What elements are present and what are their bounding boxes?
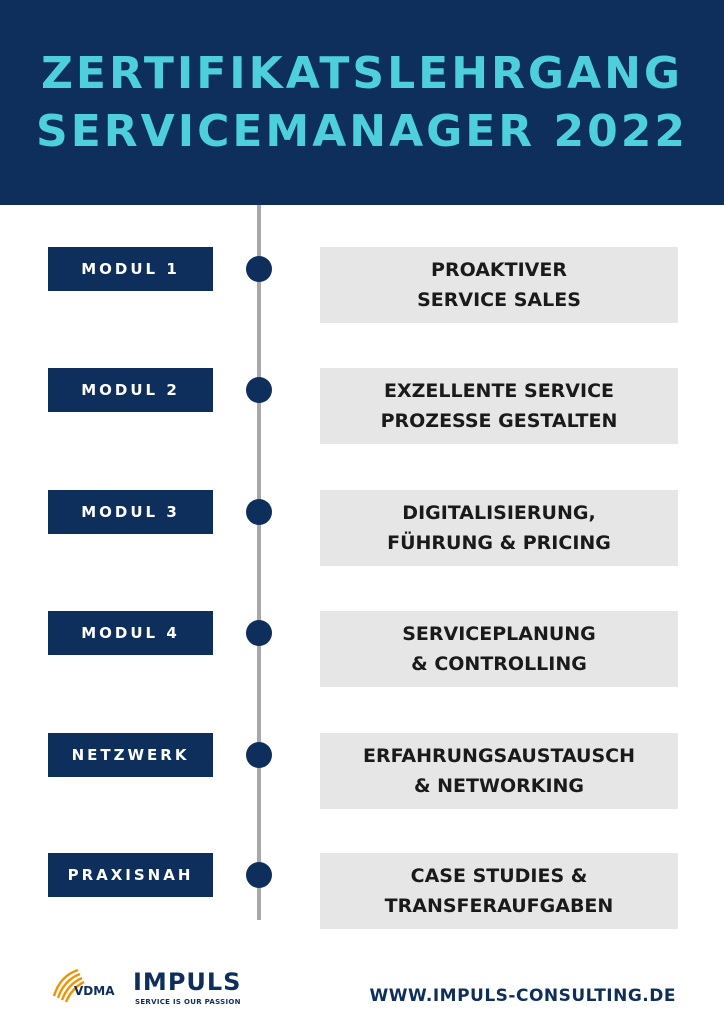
timeline-row-modul-3: MODUL 3 DIGITALISIERUNG, FÜHRUNG & PRICI… bbox=[0, 490, 724, 566]
timeline-dot bbox=[246, 862, 272, 888]
timeline-dot bbox=[246, 256, 272, 282]
timeline-dot bbox=[246, 499, 272, 525]
module-label: MODUL 4 bbox=[48, 611, 213, 655]
module-label: PRAXISNAH bbox=[48, 853, 213, 897]
timeline-row-netzwerk: NETZWERK ERFAHRUNGSAUSTAUSCH & NETWORKIN… bbox=[0, 733, 724, 809]
module-topic-line: ERFAHRUNGSAUSTAUSCH bbox=[362, 745, 636, 767]
module-label: MODUL 3 bbox=[48, 490, 213, 534]
module-topic-line: FÜHRUNG & PRICING bbox=[387, 532, 611, 554]
footer: VDMA IMPULS SERVICE IS OUR PASSION WWW.I… bbox=[0, 960, 724, 1024]
timeline-dot bbox=[246, 377, 272, 403]
module-topic-box: EXZELLENTE SERVICE PROZESSE GESTALTEN bbox=[320, 368, 678, 444]
timeline-line bbox=[257, 205, 261, 920]
module-topic-line: & NETWORKING bbox=[413, 775, 585, 797]
module-topic-line: PROAKTIVER bbox=[431, 259, 567, 281]
module-topic-box: SERVICEPLANUNG & CONTROLLING bbox=[320, 611, 678, 687]
impuls-slogan: SERVICE IS OUR PASSION bbox=[135, 998, 241, 1006]
timeline-dot bbox=[246, 742, 272, 768]
title-line-2: SERVICEMANAGER 2022 bbox=[36, 105, 688, 157]
timeline-row-modul-1: MODUL 1 PROAKTIVER SERVICE SALES bbox=[0, 247, 724, 323]
module-topic-box: DIGITALISIERUNG, FÜHRUNG & PRICING bbox=[320, 490, 678, 566]
website-link[interactable]: WWW.IMPULS-CONSULTING.DE bbox=[369, 986, 676, 1006]
header-banner: ZERTIFIKATSLEHRGANG SERVICEMANAGER 2022 bbox=[0, 0, 724, 205]
module-topic-line: CASE STUDIES & bbox=[410, 865, 588, 887]
timeline-dot bbox=[246, 620, 272, 646]
module-label: MODUL 1 bbox=[48, 247, 213, 291]
title-line-1: ZERTIFIKATSLEHRGANG bbox=[40, 47, 684, 99]
module-topic-line: SERVICEPLANUNG bbox=[402, 623, 596, 645]
impuls-logo: IMPULS bbox=[133, 968, 242, 996]
module-topic-line: & CONTROLLING bbox=[411, 653, 587, 675]
module-topic-box: ERFAHRUNGSAUSTAUSCH & NETWORKING bbox=[320, 733, 678, 809]
module-topic-box: PROAKTIVER SERVICE SALES bbox=[320, 247, 678, 323]
module-topic-box: CASE STUDIES & TRANSFERAUFGABEN bbox=[320, 853, 678, 929]
vdma-logo-icon bbox=[52, 968, 85, 1003]
module-topic-line: TRANSFERAUFGABEN bbox=[384, 895, 614, 917]
module-topic-line: PROZESSE GESTALTEN bbox=[380, 410, 618, 432]
module-topic-line: EXZELLENTE SERVICE bbox=[383, 380, 615, 402]
timeline-row-praxisnah: PRAXISNAH CASE STUDIES & TRANSFERAUFGABE… bbox=[0, 853, 724, 929]
module-topic-line: SERVICE SALES bbox=[417, 289, 581, 311]
module-label: MODUL 2 bbox=[48, 368, 213, 412]
module-topic-line: DIGITALISIERUNG, bbox=[402, 502, 596, 524]
timeline-row-modul-2: MODUL 2 EXZELLENTE SERVICE PROZESSE GEST… bbox=[0, 368, 724, 444]
vdma-logo-text: VDMA bbox=[74, 984, 115, 998]
module-label: NETZWERK bbox=[48, 733, 213, 777]
timeline-row-modul-4: MODUL 4 SERVICEPLANUNG & CONTROLLING bbox=[0, 611, 724, 687]
